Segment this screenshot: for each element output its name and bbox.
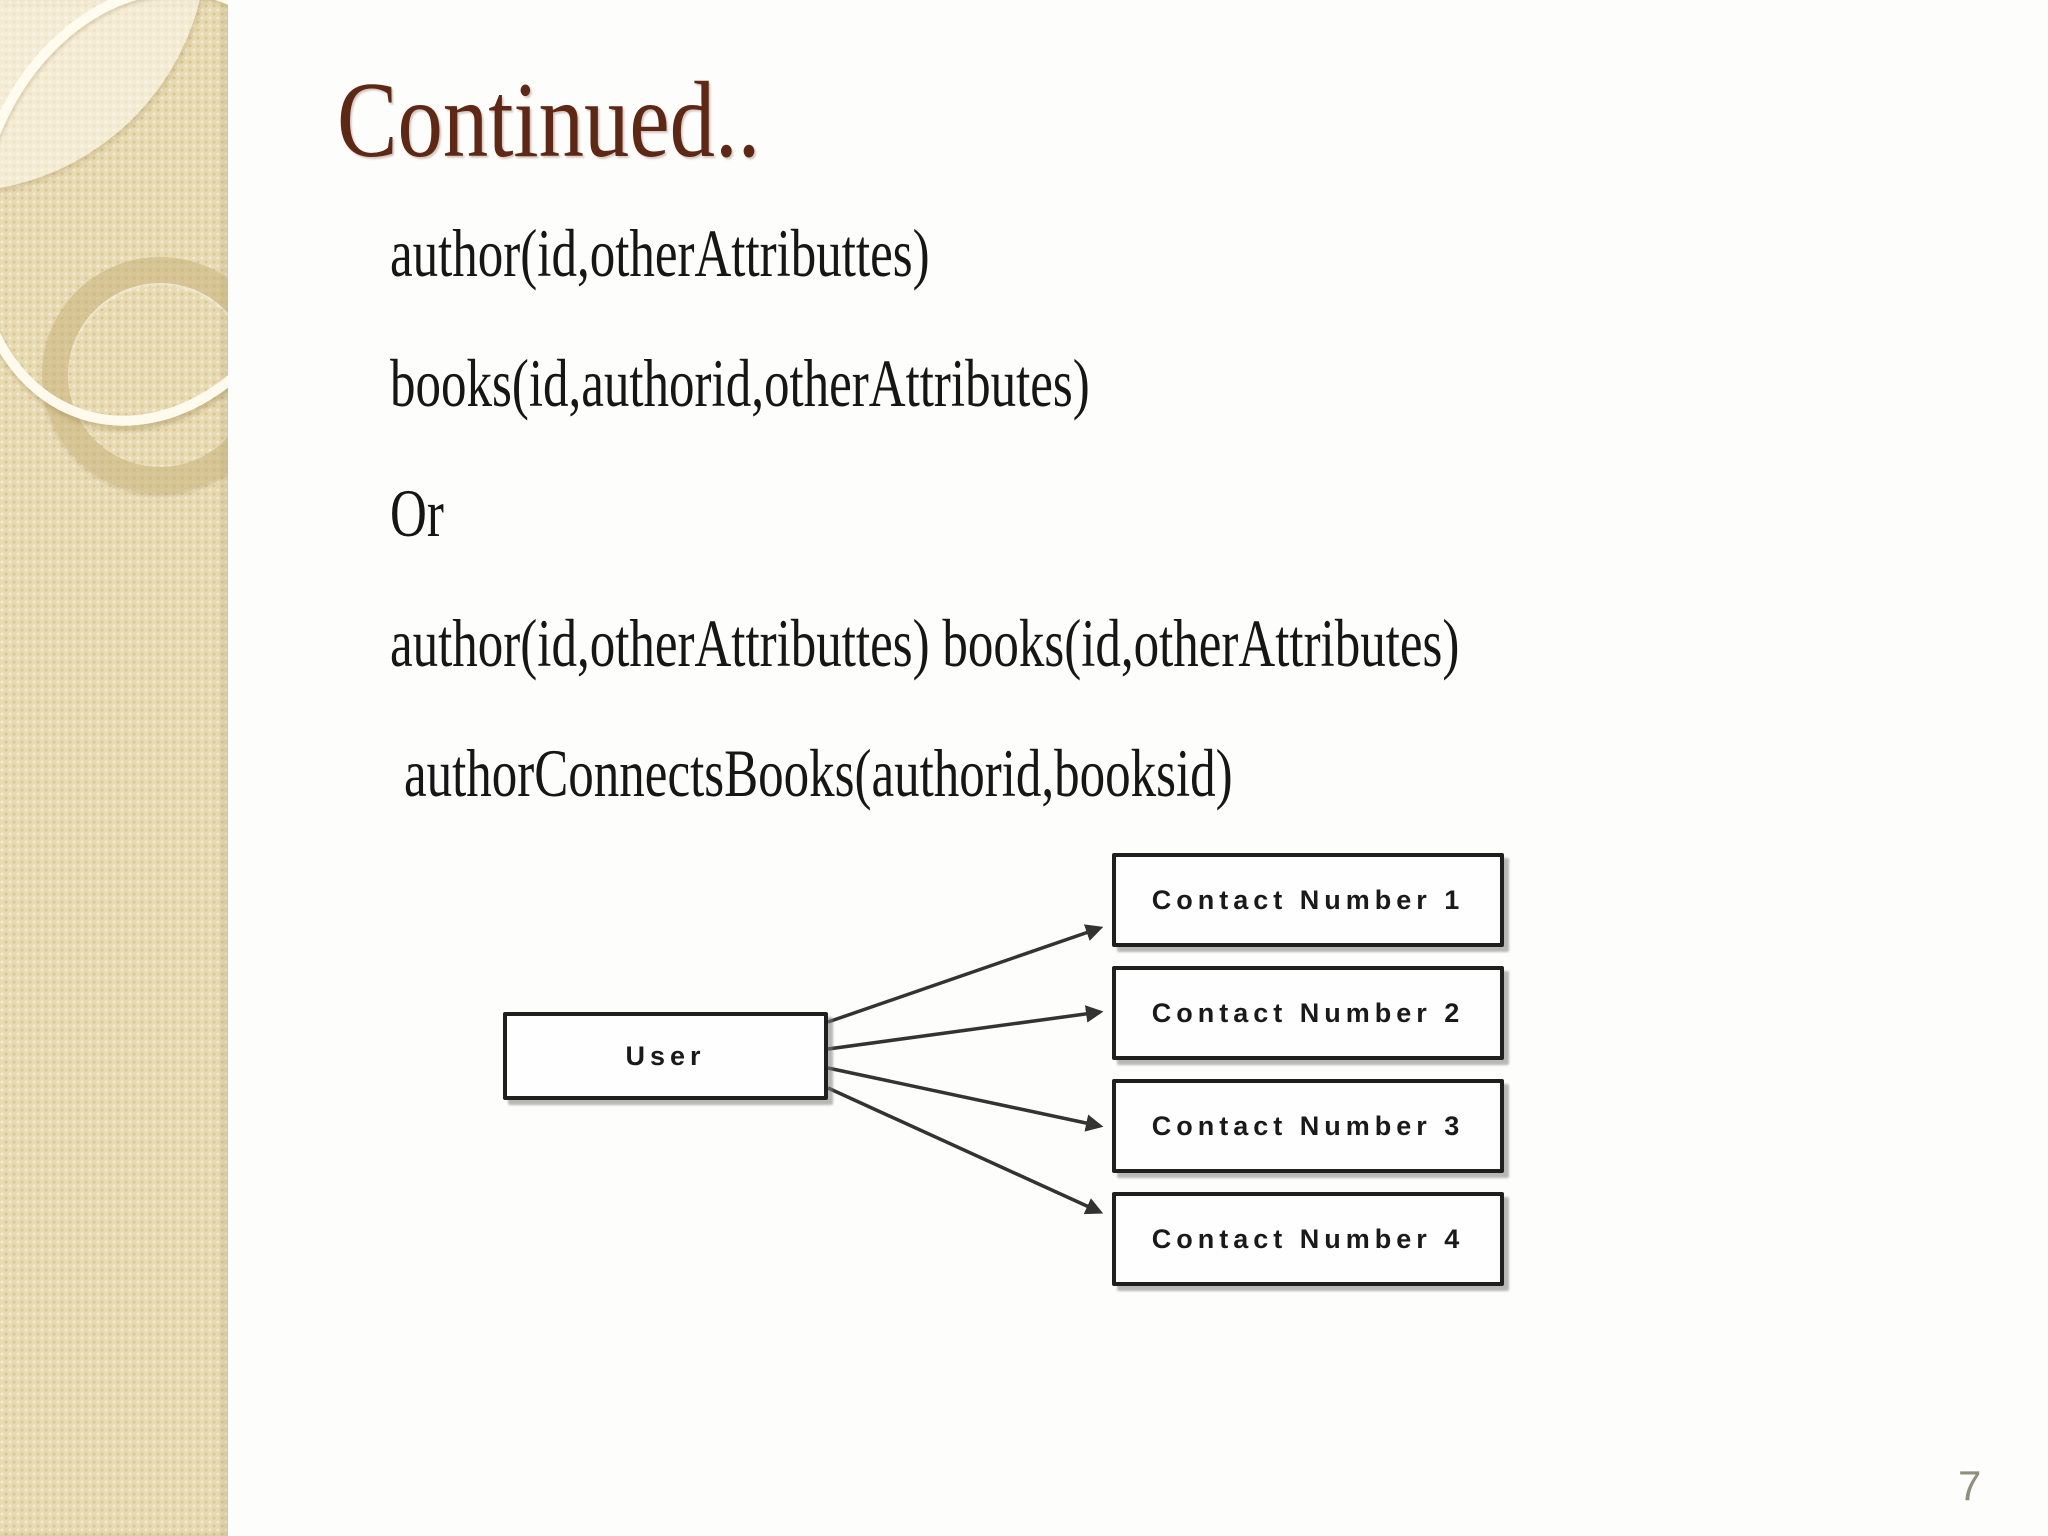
contact-number-1-label: Contact Number 1	[1151, 884, 1465, 915]
contact-number-2-box: Contact Number 2	[1112, 966, 1504, 1060]
contact-number-4-box: Contact Number 4	[1112, 1192, 1504, 1286]
sidebar-decoration	[0, 0, 228, 1536]
contact-number-3-box: Contact Number 3	[1112, 1079, 1504, 1173]
arrow-user-to-contact-1	[827, 924, 1104, 1024]
relation-line-author-connects-books: authorConnectsBooks(authorid,booksid)	[404, 735, 1233, 811]
arrow-user-to-contact-2	[827, 1005, 1104, 1051]
arrow-user-to-contact-4	[827, 1086, 1104, 1215]
slide-title: Continued..	[337, 61, 761, 180]
relation-line-author-books: author(id,otherAttributtes) books(id,oth…	[390, 605, 1460, 681]
white-ring-decoration	[0, 0, 228, 474]
contact-number-1-box: Contact Number 1	[1112, 853, 1504, 947]
contact-number-4-label: Contact Number 4	[1151, 1223, 1465, 1254]
or-separator-text: Or	[390, 475, 444, 551]
user-entity-label: User	[625, 1040, 706, 1071]
arrow-user-to-contact-3	[827, 1066, 1104, 1132]
relation-line-books: books(id,authorid,otherAttributes)	[390, 345, 1090, 421]
contact-number-2-label: Contact Number 2	[1151, 997, 1465, 1028]
user-entity-box: User	[503, 1012, 828, 1100]
contact-number-3-label: Contact Number 3	[1151, 1110, 1465, 1141]
relation-line-author: author(id,otherAttributtes)	[390, 215, 930, 291]
page-number: 7	[1958, 1462, 1982, 1509]
